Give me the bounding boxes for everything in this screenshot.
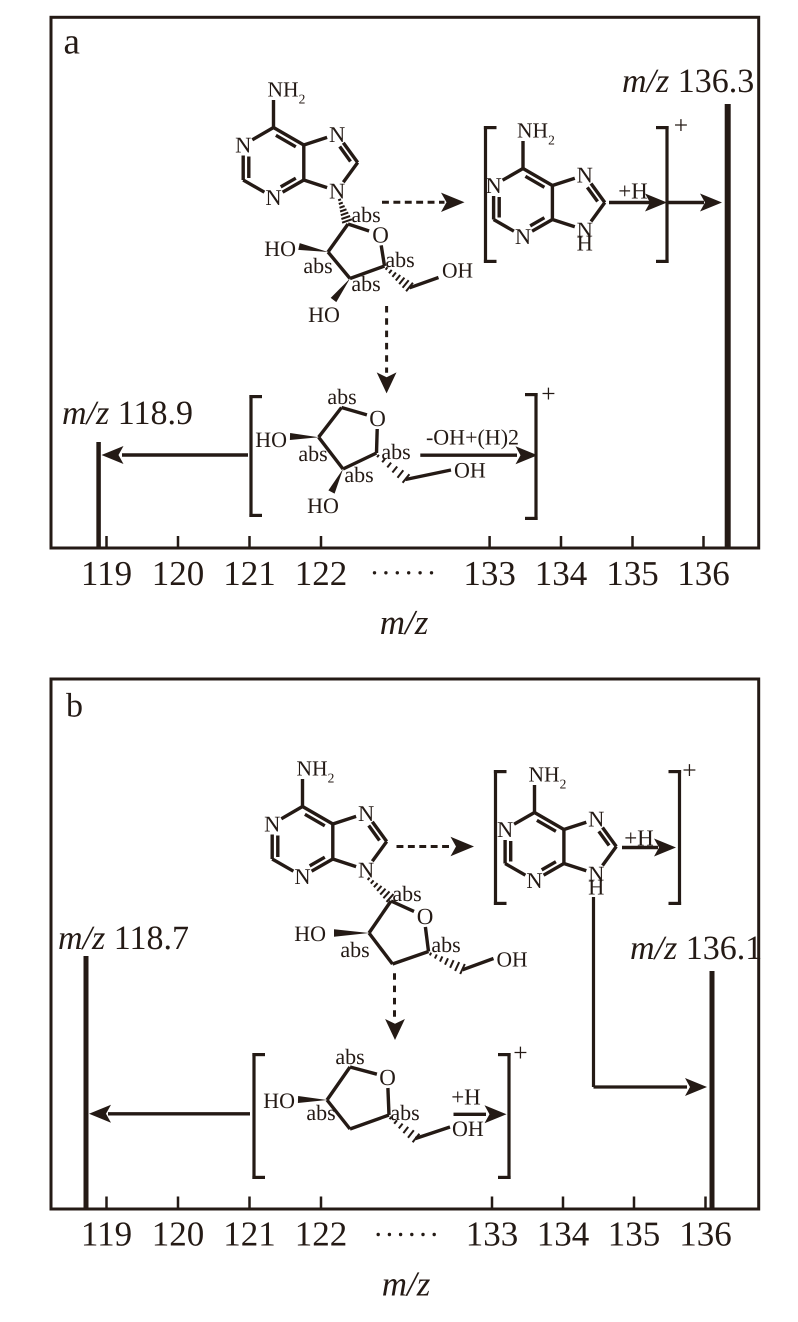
svg-text:OH: OH [452, 1116, 484, 1141]
svg-text:abs: abs [381, 439, 410, 464]
svg-text:abs: abs [340, 937, 369, 962]
svg-text:119: 119 [81, 554, 132, 593]
svg-text:abs: abs [392, 881, 421, 906]
svg-text:133: 133 [463, 554, 516, 593]
svg-text:HO: HO [307, 493, 339, 518]
svg-text:N: N [294, 864, 310, 889]
svg-text:N: N [358, 801, 374, 826]
svg-text:119: 119 [81, 1215, 132, 1254]
svg-text:+H: +H [618, 179, 648, 204]
svg-text:abs: abs [303, 253, 332, 278]
svg-text:134: 134 [535, 554, 588, 593]
svg-text:HO: HO [263, 1088, 295, 1113]
svg-text:N: N [358, 858, 374, 883]
svg-text:H: H [577, 231, 593, 256]
svg-text:135: 135 [608, 1215, 661, 1254]
svg-text:m/z: m/z [380, 603, 429, 642]
svg-text:OH: OH [454, 458, 486, 483]
svg-text:N: N [265, 185, 281, 210]
svg-text:N: N [526, 868, 542, 893]
svg-text:N: N [588, 862, 604, 887]
svg-text:N: N [515, 224, 531, 249]
svg-text:abs: abs [298, 441, 327, 466]
svg-text:+: + [513, 1038, 527, 1067]
svg-text:m/z 136.3: m/z 136.3 [622, 63, 754, 100]
svg-text:b: b [66, 688, 83, 725]
svg-text:133: 133 [466, 1215, 519, 1254]
svg-text:136: 136 [677, 554, 730, 593]
svg-text:+: + [674, 111, 688, 140]
svg-text:N: N [264, 812, 280, 837]
svg-text:121: 121 [223, 1215, 276, 1254]
svg-text:OH: OH [497, 948, 528, 972]
svg-text:122: 122 [295, 554, 348, 593]
svg-text:HO: HO [264, 236, 296, 261]
svg-text:abs: abs [431, 932, 460, 957]
svg-text:121: 121 [223, 554, 276, 593]
svg-text:N: N [497, 817, 513, 842]
svg-text:120: 120 [152, 554, 205, 593]
svg-text:-OH+(H)2: -OH+(H)2 [426, 425, 519, 450]
svg-text:O: O [372, 223, 389, 248]
svg-text:HO: HO [294, 921, 326, 946]
svg-text:HO: HO [255, 427, 287, 452]
svg-text:abs: abs [306, 1100, 335, 1125]
svg-text:abs: abs [351, 271, 380, 296]
svg-text:H: H [588, 875, 604, 900]
svg-text:abs: abs [335, 1044, 364, 1069]
svg-text:N: N [588, 807, 604, 832]
svg-text:abs: abs [327, 384, 356, 409]
svg-text:m/z 118.7: m/z 118.7 [58, 920, 189, 957]
svg-text:abs: abs [344, 462, 373, 487]
svg-text:N: N [577, 163, 593, 188]
svg-text:+H: +H [451, 1084, 481, 1109]
svg-text:120: 120 [152, 1215, 205, 1254]
svg-text:m/z 118.9: m/z 118.9 [62, 395, 193, 432]
svg-text:abs: abs [351, 202, 380, 227]
svg-text:O: O [417, 904, 434, 929]
svg-text:abs: abs [390, 1100, 419, 1125]
svg-text:122: 122 [295, 1215, 348, 1254]
svg-text:O: O [369, 406, 386, 431]
svg-text:134: 134 [537, 1215, 590, 1254]
svg-text:N: N [577, 218, 593, 243]
svg-text:N: N [485, 173, 501, 198]
svg-text:abs: abs [385, 247, 414, 272]
svg-text:O: O [379, 1065, 396, 1090]
svg-text:HO: HO [308, 302, 340, 327]
svg-text:N: N [329, 179, 345, 204]
svg-text:m/z 136.1: m/z 136.1 [630, 930, 762, 967]
svg-text:m/z: m/z [382, 1265, 431, 1304]
svg-text:a: a [63, 22, 79, 63]
svg-text:N: N [235, 133, 251, 158]
svg-text:+: + [682, 756, 696, 785]
svg-text:135: 135 [606, 554, 659, 593]
svg-text:N: N [329, 122, 345, 147]
svg-text:136: 136 [679, 1215, 732, 1254]
svg-text:+: + [541, 379, 555, 408]
svg-text:OH: OH [442, 259, 473, 283]
